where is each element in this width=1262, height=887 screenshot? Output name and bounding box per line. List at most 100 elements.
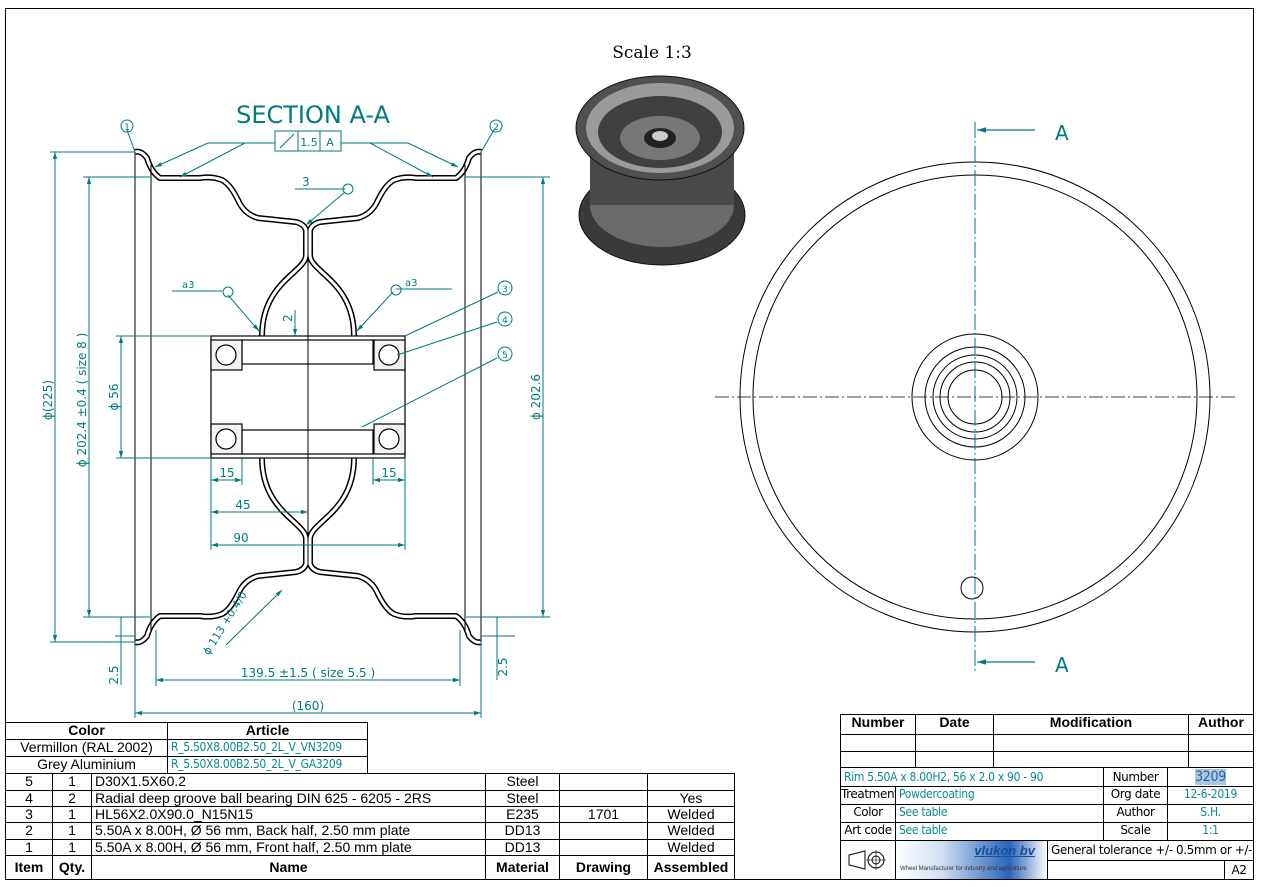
company-logo: vlukon bv Wheel Manufacturer for industr…	[895, 840, 1048, 880]
bom-drawing-cell	[559, 822, 648, 840]
color-value: See table	[895, 804, 1104, 823]
bom-drawing-cell	[559, 839, 648, 856]
bom-material-cell: DD13	[485, 822, 560, 840]
bom-name-cell: 5.50A x 8.00H, Ø 56 mm, Back half, 2.50 …	[91, 822, 486, 840]
rev-number-header: Number	[840, 714, 916, 735]
bom-drawing-cell	[559, 790, 648, 807]
dim-dia-202-6: ϕ 202.6	[529, 374, 543, 420]
rev-cell	[1188, 751, 1254, 768]
bom-assembled-header: Assembled	[647, 855, 735, 880]
bom-qty-cell: 1	[52, 773, 92, 791]
company-name: vlukon bv	[974, 843, 1035, 858]
sheet-size: A2	[1224, 860, 1254, 880]
bom-qty-cell: 1	[52, 839, 92, 856]
scale-value: 1:1	[1167, 822, 1254, 841]
number-label: Number	[1103, 767, 1168, 787]
rev-cell	[915, 734, 994, 752]
balloon-4: 4	[502, 316, 508, 326]
scale-label: Scale 1:3	[612, 43, 692, 63]
dim-rim-width: 139.5 ±1.5 ( size 5.5 )	[241, 666, 375, 680]
tolerance-datum: A	[326, 136, 334, 149]
bom-drawing-cell: 1701	[559, 806, 648, 823]
bom-material-header: Material	[485, 855, 560, 880]
weld-symbol-center: 3	[302, 175, 310, 189]
treatment-value: Powdercoating	[895, 786, 1104, 805]
bom-name-cell: HL56X2.0X90.0_N15N15	[91, 806, 486, 823]
scale-label: Scale	[1103, 822, 1168, 841]
dim-flange-right: 2.5	[496, 657, 510, 676]
rim-3d-render	[575, 75, 746, 266]
bom-item-cell: 5	[5, 773, 53, 791]
number-value-text: 3209	[1195, 769, 1226, 785]
rim-section-profile	[134, 148, 482, 646]
number-value: 3209	[1167, 767, 1254, 787]
bom-assembled-cell: Welded	[647, 839, 735, 856]
bom-material-cell: Steel	[485, 773, 560, 791]
bom-item-cell: 2	[5, 822, 53, 840]
rev-cell	[1188, 734, 1254, 752]
treatment-label: Treatment	[840, 786, 896, 805]
orgdate-value: 12-6-2019	[1167, 786, 1254, 805]
balloon-1: 1	[124, 123, 130, 133]
dim-dia-113: ϕ 113 +0.4/0	[200, 589, 250, 658]
tolerance-blank	[1047, 860, 1225, 880]
rev-cell	[840, 751, 916, 768]
dim-bearing-right: 15	[381, 466, 396, 480]
drawing-title: Rim 5.50A x 8.00H2, 56 x 2.0 x 90 - 90	[840, 767, 1104, 787]
bom-item-cell: 1	[5, 839, 53, 856]
dim-bearing-left: 15	[219, 466, 234, 480]
color-cell: Vermillon (RAL 2002)	[5, 739, 168, 757]
projection-symbol-icon	[840, 840, 896, 880]
rev-date-header: Date	[915, 714, 994, 735]
dimension-lines	[50, 119, 550, 718]
hub-and-bearings	[210, 335, 406, 459]
bom-qty-cell: 1	[52, 806, 92, 823]
bom-drawing-header: Drawing	[559, 855, 648, 880]
weld-symbol-left: a3	[182, 280, 195, 291]
dim-overall-width: (160)	[292, 699, 324, 713]
orgdate-label: Org date	[1103, 786, 1168, 805]
bom-qty-cell: 1	[52, 822, 92, 840]
rev-cell	[915, 751, 994, 768]
bom-material-cell: Steel	[485, 790, 560, 807]
dim-thickness: 2	[281, 314, 295, 322]
artcode-value: See table	[895, 822, 1104, 841]
dim-half-hub: 45	[235, 498, 250, 512]
rev-author-header: Author	[1188, 714, 1254, 735]
section-marker-top: A	[1055, 121, 1069, 145]
bom-material-cell: DD13	[485, 839, 560, 856]
bom-qty-cell: 2	[52, 790, 92, 807]
rev-cell	[993, 734, 1189, 752]
rev-cell	[993, 751, 1189, 768]
bom-assembled-cell: Yes	[647, 790, 735, 807]
section-marker-bottom: A	[1055, 653, 1069, 677]
bom-qty-header: Qty.	[52, 855, 92, 880]
artcode-label: Art code	[840, 822, 896, 841]
dim-hub-length: 90	[233, 531, 248, 545]
bom-assembled-cell: Welded	[647, 822, 735, 840]
section-line-a	[974, 122, 1035, 672]
dim-dia-225: ϕ(225)	[41, 380, 55, 420]
bom-item-header: Item	[5, 855, 53, 880]
weld-symbol-right: a3	[405, 278, 418, 289]
color-cell: Grey Aluminium	[5, 756, 168, 774]
dim-dia-202-4: ϕ 202.4 ±0.4 ( size 8 )	[75, 333, 89, 468]
company-tagline: Wheel Manufacturer for industry and agri…	[900, 866, 1027, 872]
bom-item-cell: 3	[5, 806, 53, 823]
author-value: S.H.	[1167, 804, 1254, 823]
bom-name-header: Name	[91, 855, 486, 880]
bom-material-cell: E235	[485, 806, 560, 823]
balloon-3: 3	[502, 285, 508, 295]
article-header: Article	[167, 722, 368, 740]
tolerance-value: 1.5	[300, 136, 318, 149]
bom-item-cell: 4	[5, 790, 53, 807]
dim-dia-56: ϕ 56	[107, 384, 121, 411]
balloon-5: 5	[502, 351, 508, 361]
balloon-2: 2	[493, 123, 499, 133]
article-cell: R_5.50X8.00B2.50_2L_V_VN3209	[167, 739, 368, 757]
color-header: Color	[5, 722, 168, 740]
bom-drawing-cell	[559, 773, 648, 791]
author-label: Author	[1103, 804, 1168, 823]
bom-assembled-cell: Welded	[647, 806, 735, 823]
dim-flange-left: 2.5	[107, 665, 121, 684]
